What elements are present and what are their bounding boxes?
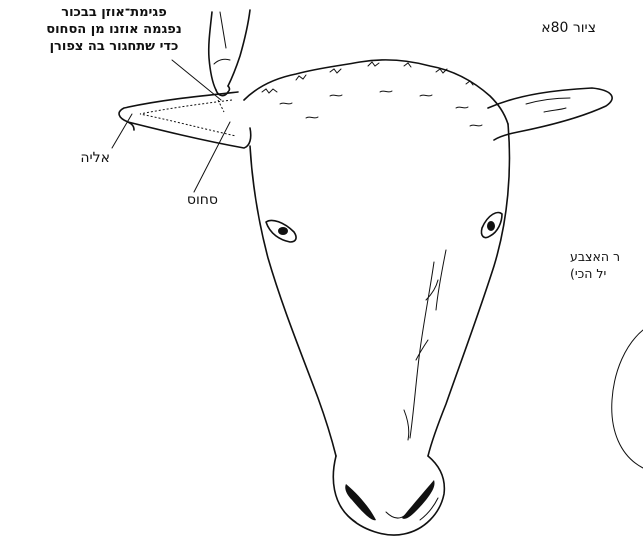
head-outline	[244, 60, 509, 535]
side-caption: ר האצבע יל הכי)	[570, 248, 643, 282]
main-caption-line: כדי שתחגור בה צפורן	[34, 38, 194, 55]
face-blaze	[404, 250, 446, 440]
right-ear	[488, 88, 612, 140]
side-caption-line: ר האצבע	[570, 248, 643, 265]
main-caption: פגימת־אוזן בבכור נפגמה אוזנו מן הסחוס כד…	[34, 4, 194, 55]
label-aliyah: אליה	[50, 150, 110, 166]
main-caption-line: נפגמה אוזנו מן הסחוס	[34, 21, 194, 38]
main-caption-line: פגימת־אוזן בבכור	[34, 4, 194, 21]
label-sehus: סחוס	[158, 192, 218, 208]
eyes	[266, 213, 502, 242]
figure-number: ציור 80א	[486, 20, 596, 36]
finger-illustration	[209, 10, 250, 96]
partial-outline-right	[612, 330, 643, 468]
nostrils	[345, 480, 434, 520]
side-caption-line: יל הכי)	[570, 265, 643, 282]
left-ear	[119, 92, 251, 148]
